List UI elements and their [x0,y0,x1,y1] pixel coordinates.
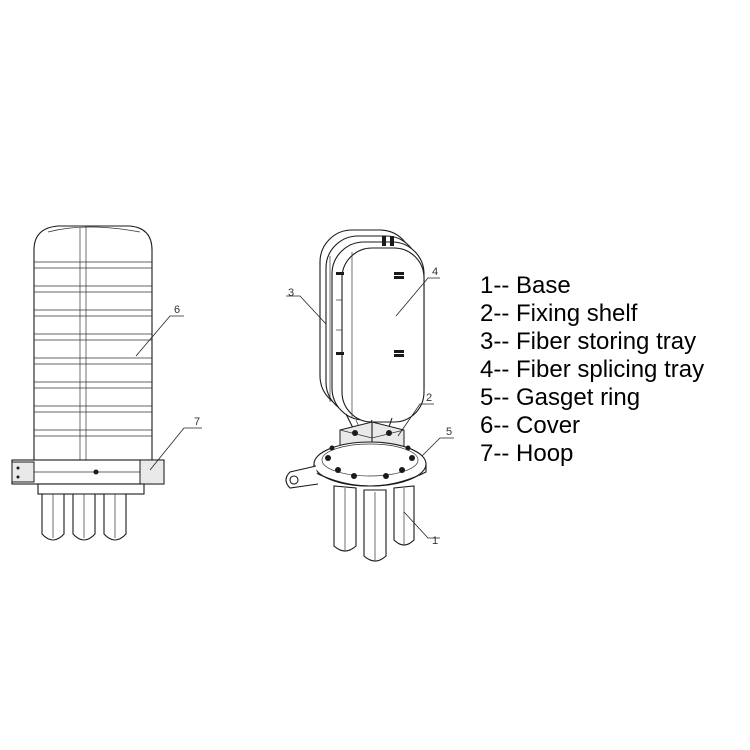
leader-storing-tray [286,295,327,325]
legend-item-gasket-ring: 5-- Gasget ring [480,384,641,412]
cover-ribs [34,261,152,437]
legend-item-fixing-shelf: 2-- Fixing shelf [480,300,638,328]
tray-tabs [336,236,404,357]
leader-gasket-ring [421,437,454,457]
cable-ports [41,493,127,541]
callout-cover: 6 [174,304,180,316]
fiber-splicing-tray [341,247,425,423]
legend-item-base: 1-- Base [480,272,571,299]
parts-legend: 1-- Base 2-- Fixing shelf 3-- Fiber stor… [480,272,740,469]
cover-body [33,225,153,461]
callout-splicing-tray: 4 [432,266,438,278]
legend-item-cover: 6-- Cover [480,412,581,440]
callout-hoop: 7 [194,416,200,428]
base-flange [313,464,427,487]
hoop-screw [93,469,99,475]
base-plate [37,483,145,495]
callout-base: 1 [432,535,438,547]
leader-base [403,511,440,539]
leader-cover [135,315,184,357]
open-cable-ports [333,485,415,562]
hoop-latch-left [11,461,35,483]
leader-fixing-shelf [397,403,434,437]
cover-dome-line [47,226,141,233]
callout-storing-tray: 3 [288,287,294,299]
callout-fixing-shelf: 2 [426,392,432,404]
leader-hoop [149,427,202,471]
leader-splicing-tray [395,277,440,317]
open-closure-drawing [285,229,427,562]
hoop-latch-right [139,459,165,485]
ring-bolts [325,445,415,479]
legend-item-hoop: 7-- Hoop [480,440,574,468]
legend-item-fiber-splicing-tray: 4-- Fiber splicing tray [480,356,705,384]
mounting-ear [285,465,319,489]
callout-gasket-ring: 5 [446,426,452,438]
legend-item-fiber-storing-tray: 3-- Fiber storing tray [480,328,697,356]
assembled-closure-drawing [11,225,165,541]
